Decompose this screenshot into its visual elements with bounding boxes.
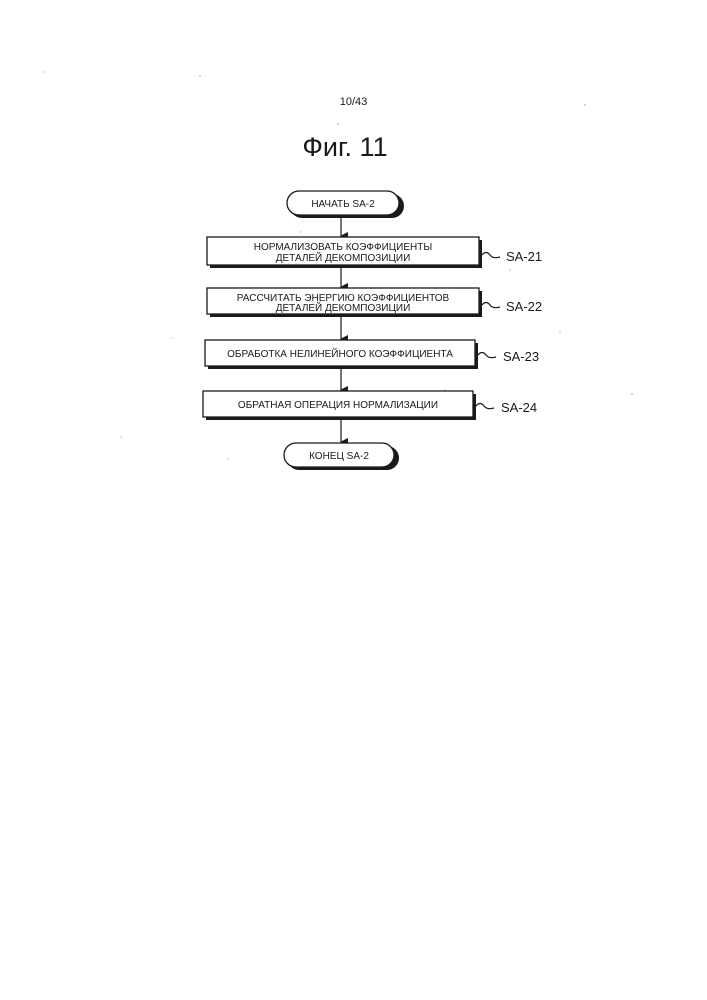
process-box-sa21: НОРМАЛИЗОВАТЬ КОЭФФИЦИЕНТЫ ДЕТАЛЕЙ ДЕКОМ… [207,237,482,268]
sa24-line-1: ОБРАТНАЯ ОПЕРАЦИЯ НОРМАЛИЗАЦИИ [238,400,438,411]
start-label: НАЧАТЬ SA-2 [311,199,375,210]
leader-sa23 [478,353,496,358]
leader-sa21 [482,253,500,258]
step-label-sa23: SA-23 [503,349,539,364]
process-box-sa22: РАССЧИТАТЬ ЭНЕРГИЮ КОЭФФИЦИЕНТОВ ДЕТАЛЕЙ… [207,288,482,317]
sa22-line-2: ДЕТАЛЕЙ ДЕКОМПОЗИЦИИ [276,301,411,314]
process-box-sa23: ОБРАБОТКА НЕЛИНЕЙНОГО КОЭФФИЦИЕНТА [205,340,478,369]
leader-sa24 [476,404,494,409]
step-label-sa24: SA-24 [501,400,537,415]
end-node: КОНЕЦ SA-2 [284,443,399,470]
leader-sa22 [482,303,500,308]
step-label-sa22: SA-22 [506,299,542,314]
step-label-sa21: SA-21 [506,249,542,264]
end-label: КОНЕЦ SA-2 [309,451,369,462]
sa23-line-1: ОБРАБОТКА НЕЛИНЕЙНОГО КОЭФФИЦИЕНТА [227,347,453,360]
sa21-line-1: НОРМАЛИЗОВАТЬ КОЭФФИЦИЕНТЫ [254,242,433,253]
sa21-line-2: ДЕТАЛЕЙ ДЕКОМПОЗИЦИИ [276,251,411,264]
process-box-sa24: ОБРАТНАЯ ОПЕРАЦИЯ НОРМАЛИЗАЦИИ [203,391,476,420]
start-node: НАЧАТЬ SA-2 [287,191,404,218]
